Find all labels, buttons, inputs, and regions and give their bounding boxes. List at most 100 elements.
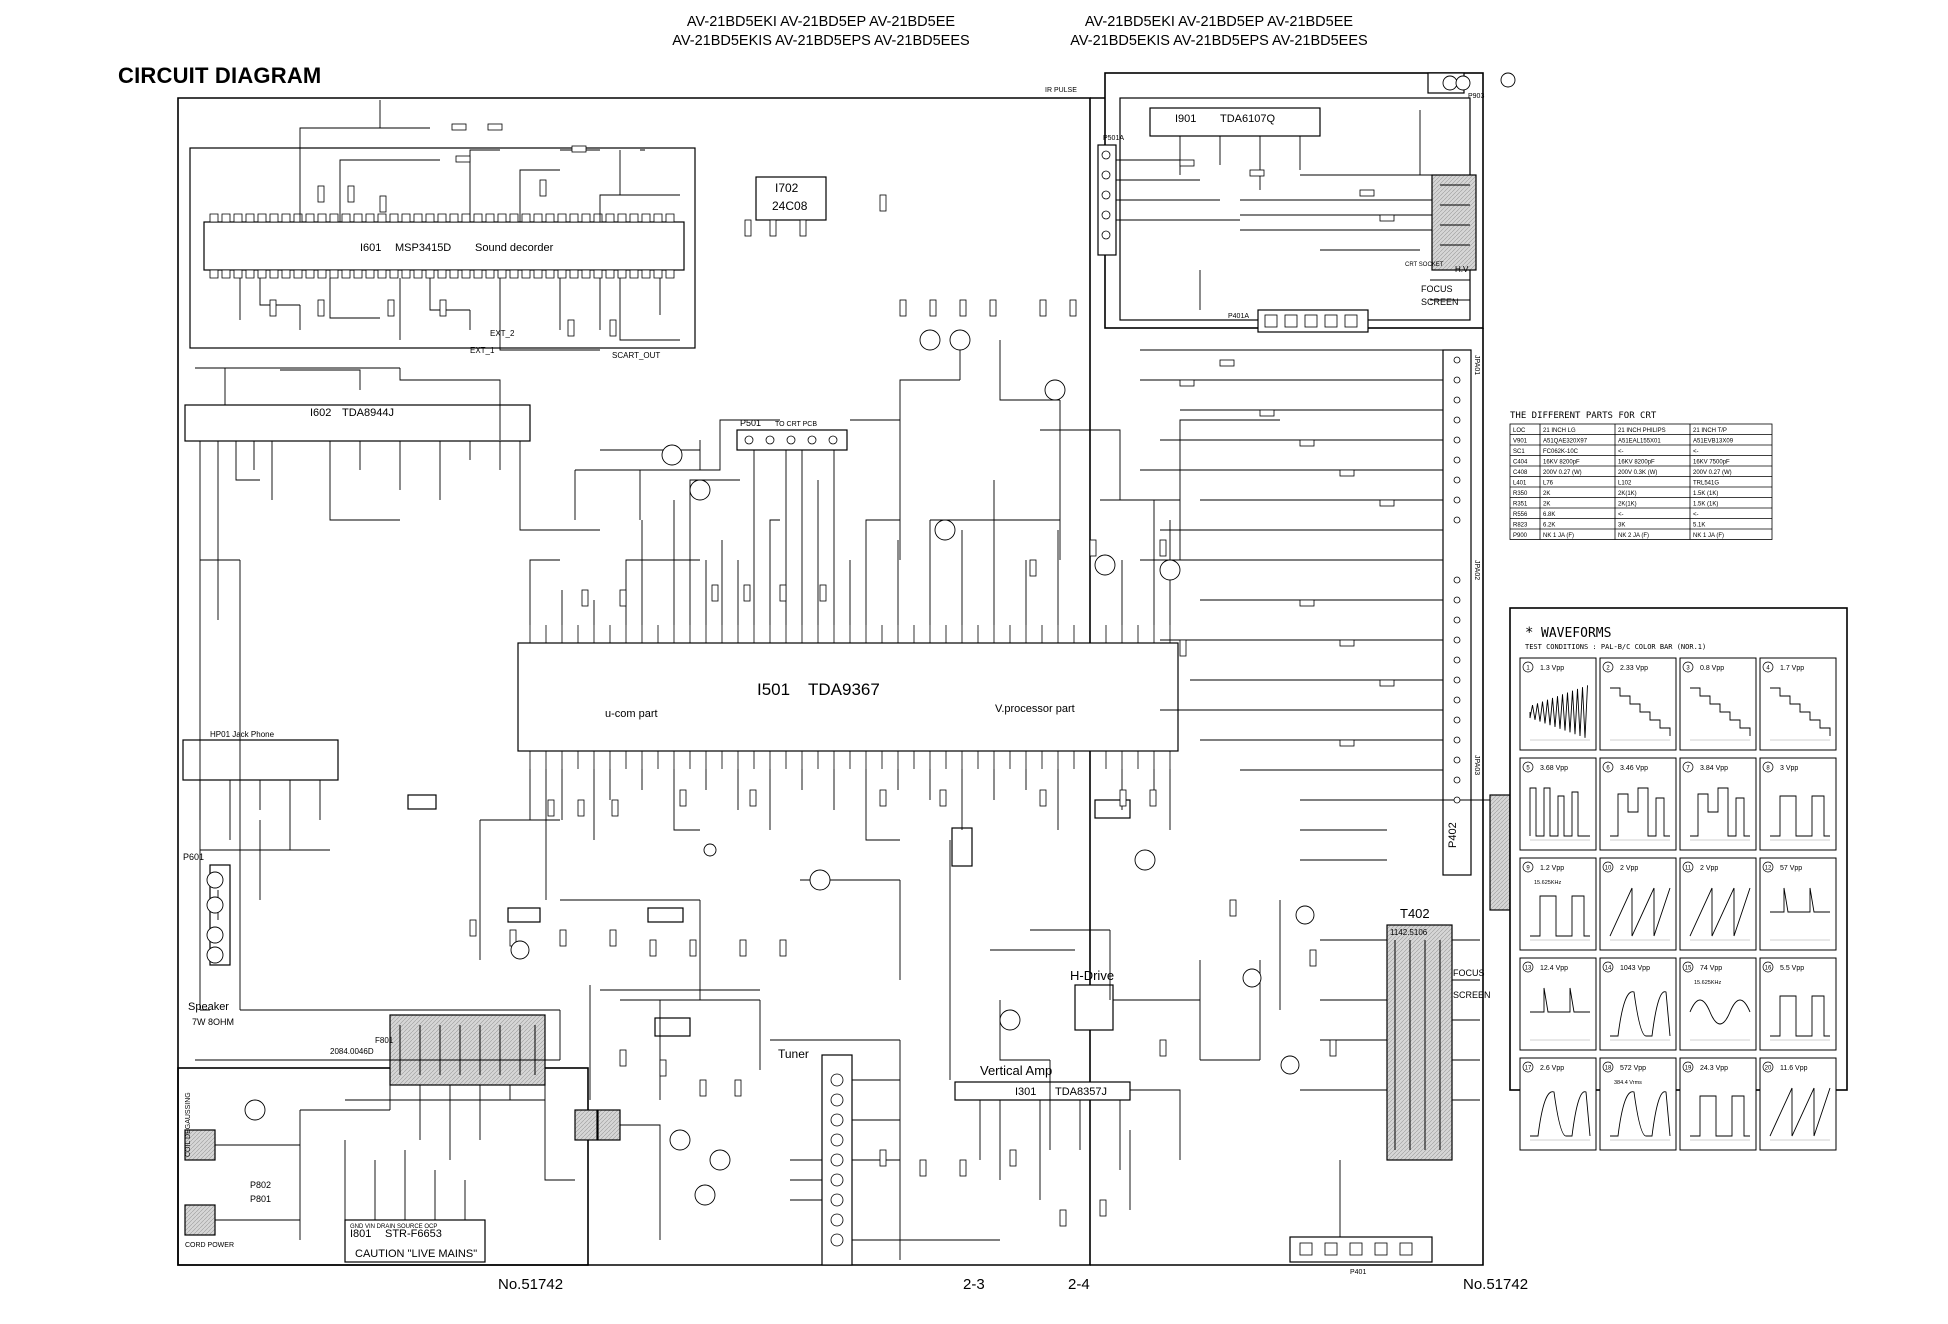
crt-socket-label: CRT SOCKET	[1405, 262, 1444, 268]
p402-body	[1489, 794, 1511, 911]
crt-table-cell: TRL541G	[1693, 480, 1719, 486]
ir-pulse-label: IR PULSE	[1045, 87, 1077, 94]
crt-table-cell: 2K	[1543, 501, 1550, 507]
waveform-trace	[1610, 991, 1671, 1037]
t402-part: 1142.5106	[1390, 928, 1428, 937]
waveform-cell: 14 1043 Vpp	[1599, 957, 1677, 1051]
crt-table-cell: NK 2 JA (F)	[1618, 533, 1649, 539]
i602-body	[184, 404, 531, 442]
i601-part: MSP3415D	[395, 242, 451, 254]
waveform-number: 19	[1685, 1066, 1692, 1072]
waveform-vpp: 12.4 Vpp	[1540, 965, 1568, 972]
crt-table-header-cell: 21 INCH T/P	[1693, 428, 1727, 434]
crt-table-cell: 6.8K	[1543, 512, 1555, 518]
waveform-note: 15.625KHz	[1694, 980, 1721, 986]
cord-power-connector	[184, 1204, 216, 1236]
crt-table-cell: <-	[1618, 512, 1624, 518]
crt-table-cell: R823	[1513, 522, 1528, 528]
waveform-number: 15	[1685, 966, 1692, 972]
crt-table-cell: SC1	[1513, 449, 1525, 455]
model-header-left: AV-21BD5EKI AV-21BD5EP AV-21BD5EE AV-21B…	[666, 13, 976, 51]
hp01-body	[182, 739, 339, 781]
waveform-number: 11	[1685, 866, 1692, 872]
i501-vproc-label: V.processor part	[995, 703, 1075, 715]
crt-table-header-cell: 21 INCH LG	[1543, 428, 1576, 434]
i702-part: 24C08	[772, 199, 808, 213]
waveform-vpp: 1043 Vpp	[1620, 965, 1650, 972]
i301-part: TDA8357J	[1055, 1086, 1107, 1098]
wiring	[195, 100, 1490, 1260]
p903-label: P903	[1468, 93, 1484, 100]
crt-table-cell: 16KV 8200pF	[1618, 459, 1655, 465]
p401a-label: P401A	[1228, 313, 1249, 320]
waveform-vpp: 0.8 Vpp	[1700, 665, 1724, 672]
i801-pins: GND VIN DRAIN SOURCE OCP	[350, 1224, 437, 1230]
p802-label: P802	[250, 1180, 271, 1190]
waveform-number: 16	[1765, 966, 1772, 972]
cord-power-label: CORD POWER	[185, 1242, 234, 1249]
f801-label: F801	[375, 1036, 394, 1045]
i702-body	[755, 176, 827, 221]
waveform-cell: 11 2 Vpp	[1679, 857, 1757, 951]
crt-table-cell: NK 1 JA (F)	[1543, 533, 1574, 539]
speaker-label: Speaker	[188, 1001, 229, 1013]
waveform-number: 3	[1686, 666, 1690, 672]
crt-table-cell: <-	[1693, 449, 1699, 455]
waveform-trace	[1610, 1091, 1671, 1137]
crt-table-cell: 1.5K (1K)	[1693, 491, 1718, 497]
crt-table-cell: L76	[1543, 480, 1554, 486]
crt-table-title: THE DIFFERENT PARTS FOR CRT	[1510, 411, 1657, 421]
waveform-trace	[1689, 887, 1751, 937]
waveform-vpp: 11.6 Vpp	[1780, 1065, 1808, 1072]
waveform-number: 6	[1606, 766, 1610, 772]
waveform-vpp: 572 Vpp	[1620, 1065, 1646, 1072]
waveform-number: 14	[1605, 966, 1612, 972]
speaker-spec: 7W 8OHM	[192, 1017, 234, 1027]
waveform-trace	[1690, 687, 1751, 736]
vertical-amp-label: Vertical Amp	[980, 1063, 1052, 1078]
crt-table-cell: 2K(1K)	[1618, 491, 1637, 497]
i301-ref: I301	[1015, 1086, 1036, 1098]
waveform-number: 1	[1526, 666, 1530, 672]
waveform-trace	[1770, 795, 1830, 837]
hp01-label: HP01 Jack Phone	[210, 730, 275, 739]
waveform-trace	[1610, 687, 1671, 736]
p501a-label: P501A	[1103, 135, 1124, 142]
model-header-left-line2: AV-21BD5EKIS AV-21BD5EPS AV-21BD5EES	[672, 33, 970, 49]
waveforms-conditions: TEST CONDITIONS : PAL-B/C COLOR BAR (NOR…	[1525, 643, 1706, 651]
i501-part: TDA9367	[808, 680, 880, 699]
crt-table-cell: 1.5K (1K)	[1693, 501, 1718, 507]
waveform-trace	[1770, 887, 1830, 913]
crt-table-cell: C408	[1513, 470, 1528, 476]
model-header-right-line2: AV-21BD5EKIS AV-21BD5EPS AV-21BD5EES	[1070, 33, 1368, 49]
waveform-number: 8	[1766, 766, 1770, 772]
crt-table-cell: FC062K-10C	[1543, 449, 1579, 455]
waveform-vpp: 57 Vpp	[1780, 865, 1802, 872]
i702-ref: I702	[775, 181, 799, 195]
screen-label-fbt: SCREEN	[1453, 990, 1491, 1000]
crt-table-cell: L102	[1618, 480, 1632, 486]
waveform-vpp: 1.2 Vpp	[1540, 865, 1564, 872]
crt-table-header-cell: 21 INCH PHILIPS	[1618, 428, 1666, 434]
waveform-vpp: 2.33 Vpp	[1620, 665, 1648, 672]
waveform-cell: 2 2.33 Vpp	[1599, 657, 1677, 751]
waveform-number: 7	[1686, 766, 1690, 772]
crt-table-cell: 200V 0.27 (W)	[1543, 470, 1582, 476]
crt-table-cell: L401	[1513, 480, 1527, 486]
waveform-vpp: 24.3 Vpp	[1700, 1065, 1728, 1072]
waveform-number: 12	[1765, 866, 1772, 872]
waveform-trace	[1690, 1095, 1750, 1137]
waveform-vpp: 2 Vpp	[1700, 865, 1718, 872]
waveform-trace	[1529, 685, 1588, 738]
waveform-number: 2	[1606, 666, 1610, 672]
waveform-number: 10	[1605, 866, 1612, 872]
waveform-cell: 3 0.8 Vpp	[1679, 657, 1757, 751]
i601-ref: I601	[360, 242, 381, 254]
crt-table-cell: 5.1K	[1693, 522, 1705, 528]
waveform-vpp: 3.68 Vpp	[1540, 765, 1568, 772]
